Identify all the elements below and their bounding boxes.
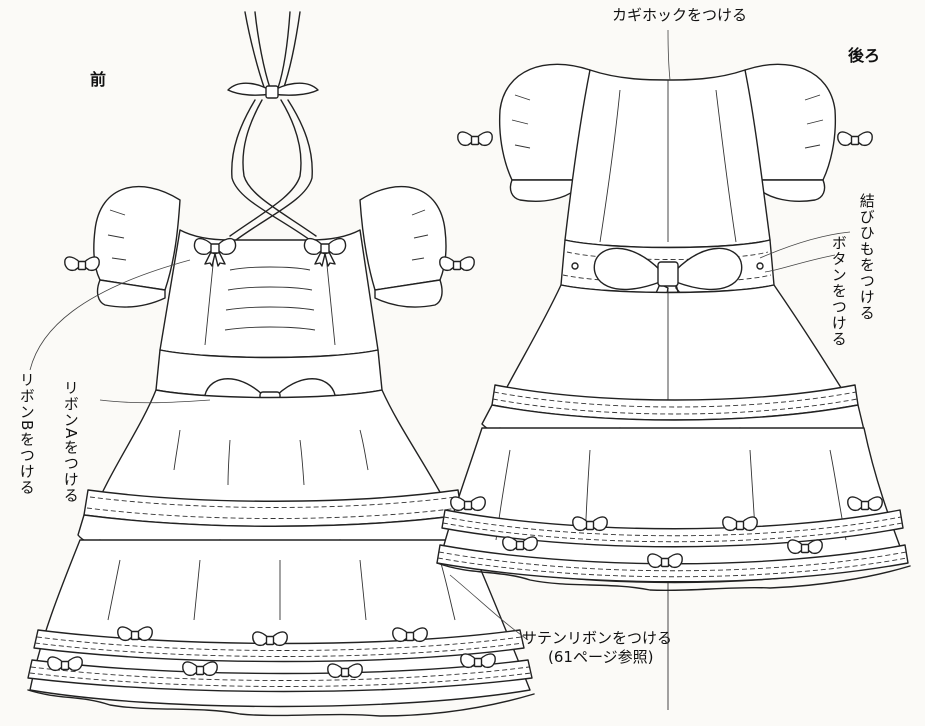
tie-annotation: 結びひもをつける [857,193,876,321]
leader-lines [29,29,851,641]
back-dress [436,63,911,710]
front-dress [27,11,535,717]
front-label: 前 [90,70,107,89]
button-annotation: ボタンをつける [829,235,848,347]
back-label: 後ろ [848,46,881,65]
ribbon-a-annotation: リボンAをつける [61,380,80,504]
satin-annotation: サテンリボンをつける [522,629,673,647]
ribbon-b-annotation: リボンBをつける [17,372,36,496]
satin-reference: (61ページ参照) [548,648,654,666]
hook-annotation: カギホックをつける [612,6,748,24]
